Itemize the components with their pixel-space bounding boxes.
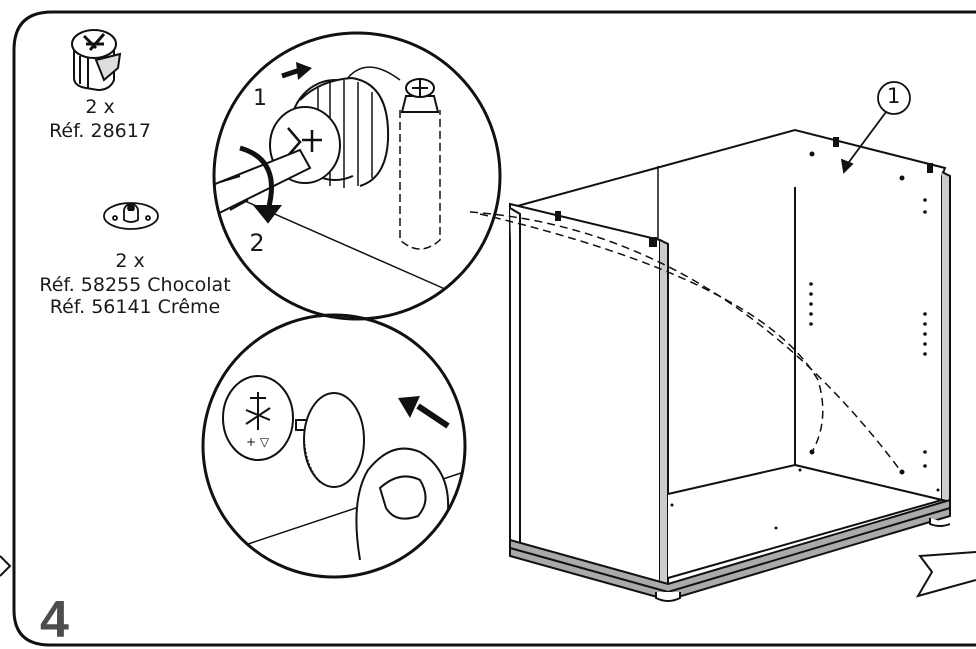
part-2-reference-chocolat: Réf. 58255 Chocolat <box>39 274 231 296</box>
callout-marker <box>840 81 911 174</box>
previous-step-arrow-icon <box>0 555 12 577</box>
leader-lines <box>469 211 901 471</box>
push-direction-label: 1 <box>253 86 267 111</box>
part-2-quantity: 2 x <box>115 250 145 272</box>
part-1-reference: Réf. 28617 <box>49 120 151 142</box>
rotate-direction-label: 2 <box>249 229 265 257</box>
next-step-arrow-icon <box>915 551 976 598</box>
part-2-reference-creme: Réf. 56141 Crême <box>49 296 221 318</box>
detail-circle-cam-lock <box>212 31 502 321</box>
svg-text:+ ▽: + ▽ <box>246 435 270 449</box>
page-frame <box>12 10 976 647</box>
cam-lock-fitting-icon <box>71 29 122 92</box>
part-1-quantity: 2 x <box>85 96 115 118</box>
step-number: 4 <box>40 591 69 649</box>
shelf-pin-holes <box>670 151 940 530</box>
cabinet-carcass <box>509 128 951 602</box>
detail-circle-cover-cap: + ▽ <box>201 313 467 579</box>
callout-label: 1 <box>887 84 901 108</box>
cover-cap-icon <box>103 202 159 230</box>
